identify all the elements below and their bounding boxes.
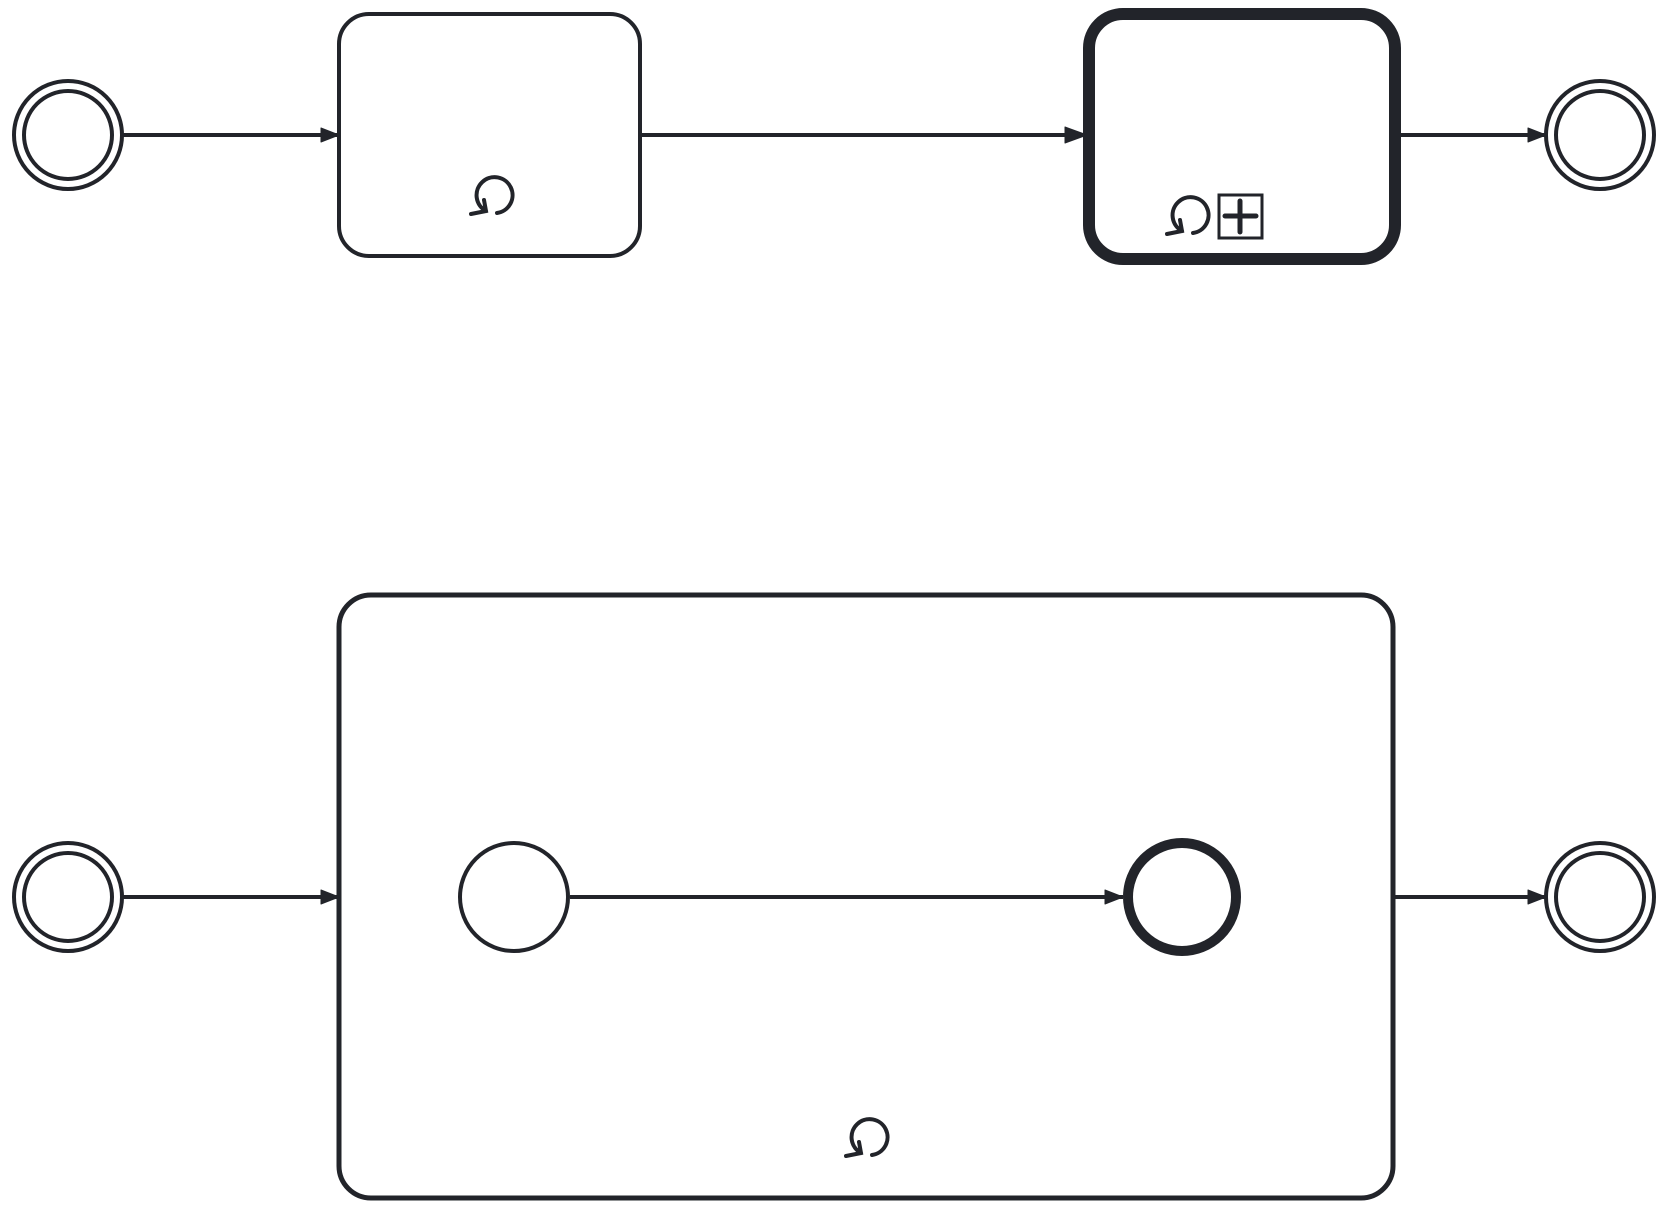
loop-icon [1165,195,1211,236]
expand-plus-icon [1217,193,1264,240]
inner-end-event[interactable] [1123,838,1241,956]
inner-start-event[interactable] [458,841,570,953]
start-event-1[interactable] [12,79,124,191]
loop-task-1[interactable] [337,12,642,258]
end-event-2[interactable] [1544,841,1656,953]
start-event-2[interactable] [12,841,124,953]
loop-icon [469,175,515,216]
end-event-1[interactable] [1544,79,1656,191]
loop-icon [844,1117,890,1158]
process-1 [12,8,1656,265]
collapsed-subprocess-1[interactable] [1083,8,1401,265]
expanded-subprocess-2[interactable] [336,592,1396,1201]
process-2 [12,592,1656,1201]
